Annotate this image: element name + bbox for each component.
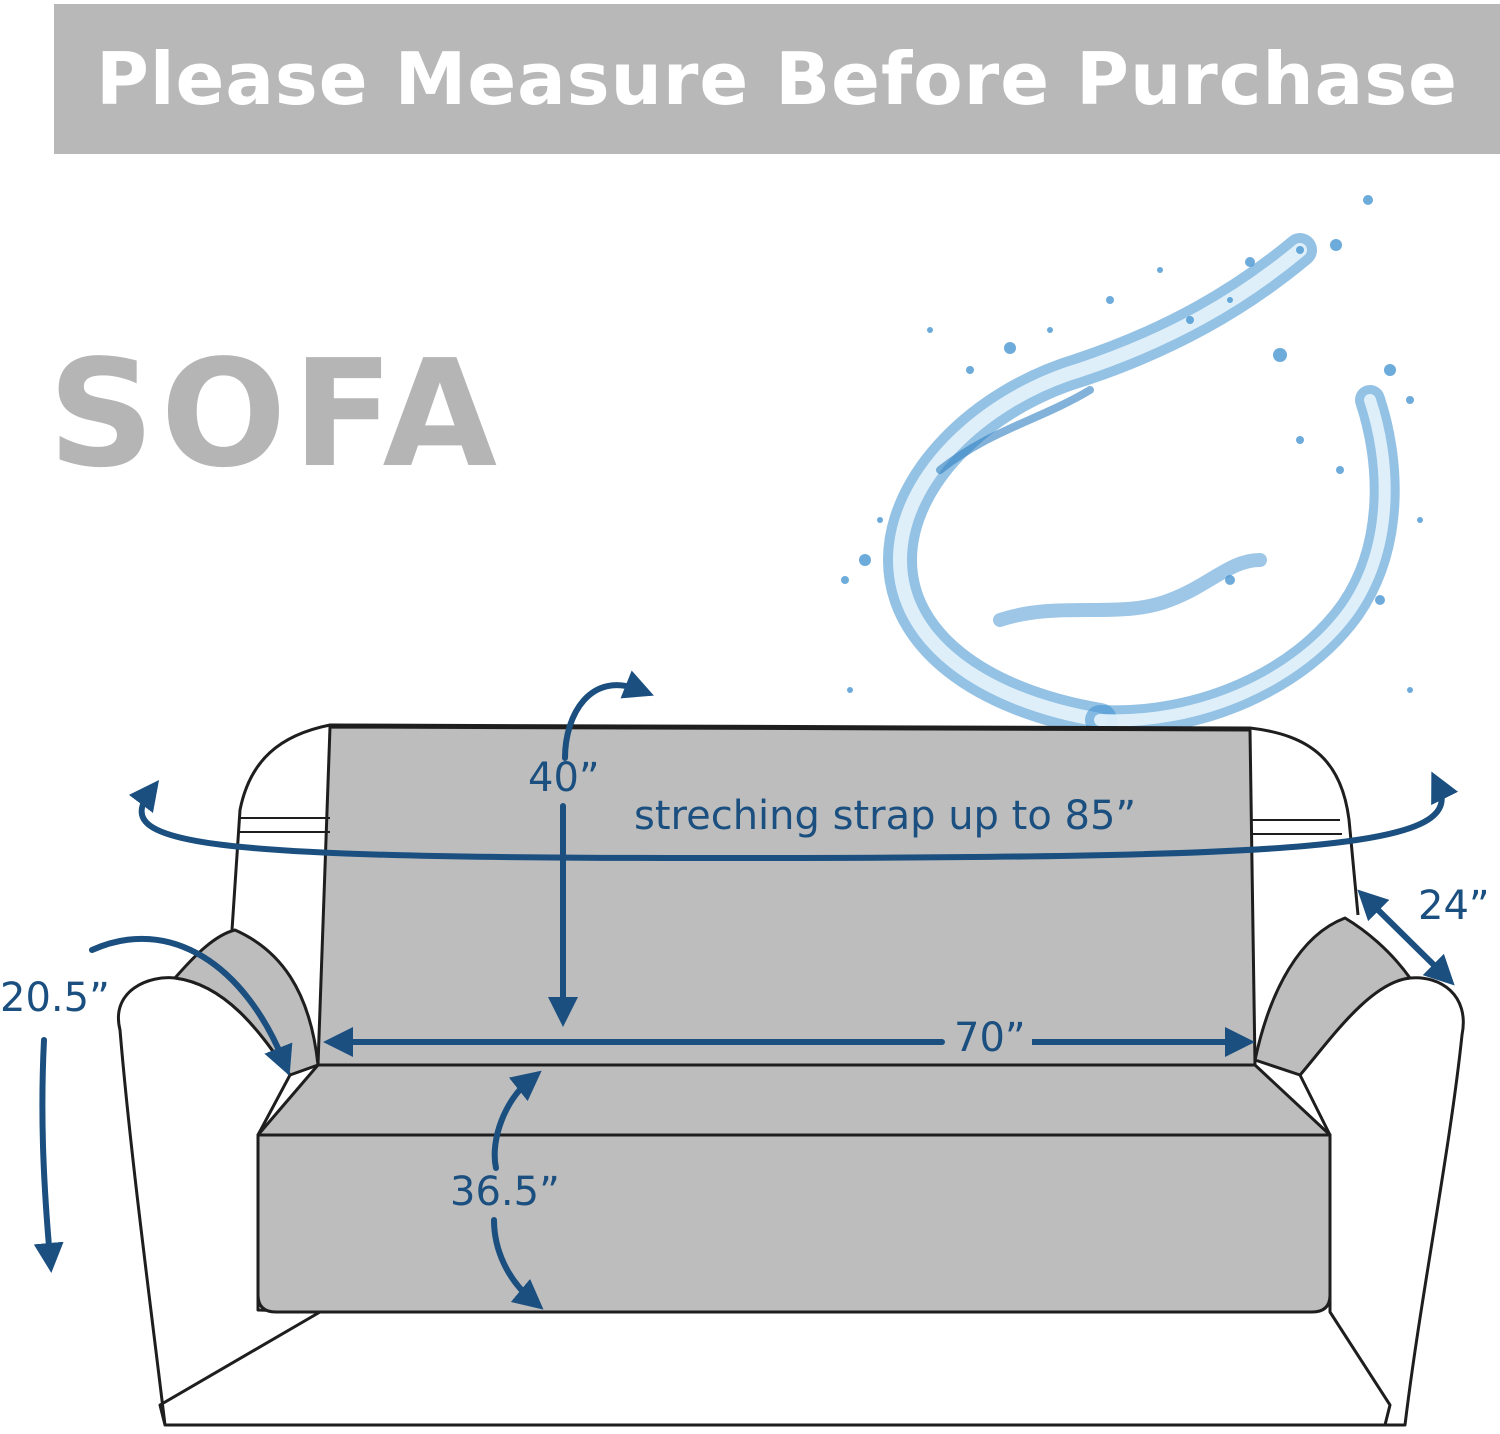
seat-depth-label: 36.5” <box>448 1169 562 1215</box>
back-height-label: 40” <box>528 755 600 801</box>
product-type-title: SOFA <box>48 328 504 500</box>
strap-length-label: streching strap up to 85” <box>634 793 1137 839</box>
water-splash-icon <box>841 195 1423 743</box>
seat-width-label: 70” <box>948 1018 1032 1058</box>
header-banner: Please Measure Before Purchase <box>54 4 1500 154</box>
arm-height-label: 20.5” <box>0 975 110 1021</box>
arm-depth-label: 24” <box>1418 883 1490 929</box>
banner-title: Please Measure Before Purchase <box>96 37 1458 121</box>
measurement-arrows <box>33 670 1459 1310</box>
